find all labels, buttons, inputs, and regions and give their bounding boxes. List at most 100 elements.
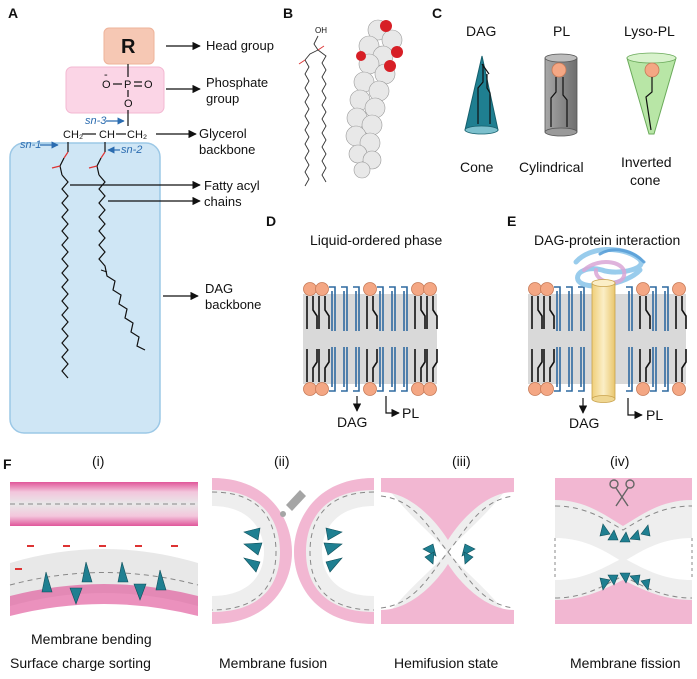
head-group-label: Head group <box>206 38 274 53</box>
dag-cones <box>599 523 651 591</box>
phospholipid-head <box>636 282 650 296</box>
bottom-leaflet <box>303 347 438 396</box>
bottom-leaflet <box>528 347 687 396</box>
dag-backbone-label-line2: backbone <box>205 297 261 312</box>
panel-f: F (i) (ii) (iii) (iv) <box>3 453 693 671</box>
head-group-box <box>103 27 155 65</box>
panel-d-letter: D <box>266 213 276 229</box>
dag-cones <box>422 543 476 565</box>
dag-molecule <box>578 347 585 392</box>
fatty-acyl-label-line1: Fatty acyl <box>204 178 260 193</box>
oxygen-atom: O <box>102 79 111 91</box>
fatty-acyl-label-line2: chains <box>204 194 242 209</box>
cone-shape <box>464 55 499 131</box>
dag-molecule <box>341 347 348 392</box>
pl-pointer-label: PL <box>402 405 419 421</box>
panel-a-letter: A <box>8 5 18 21</box>
phospholipid-head <box>303 282 317 296</box>
caption-membrane-fission: Membrane fission <box>570 655 681 671</box>
hydroxyl-label: OH <box>315 26 327 35</box>
phospholipid-head <box>636 382 650 396</box>
panel-c-letter: C <box>432 5 442 21</box>
phospholipid-head <box>315 282 329 296</box>
lyso-pl-head-group <box>644 62 660 78</box>
bilayer-band <box>303 294 437 384</box>
sn3-label: sn-3 <box>85 115 107 127</box>
dag-molecule <box>626 286 633 331</box>
dag-molecule <box>389 347 396 392</box>
dag-pointer-label: DAG <box>337 414 367 430</box>
ch-mid: CH <box>99 129 115 141</box>
fission-scene <box>554 478 693 624</box>
phosphate-label-line2: group <box>206 91 239 106</box>
fatty-acyl-chain-sn1 <box>61 174 69 379</box>
dag-molecule <box>389 286 396 331</box>
panel-e-letter: E <box>507 213 516 229</box>
panel-b-letter: B <box>283 5 293 21</box>
dag-molecule <box>662 347 669 392</box>
panel-f-iv-label: (iv) <box>610 453 629 469</box>
dag-molecule <box>650 347 657 392</box>
pl-head-group <box>551 62 567 78</box>
phospholipid-head <box>672 282 686 296</box>
panel-f-ii-label: (ii) <box>274 453 290 469</box>
phospholipid-head <box>672 382 686 396</box>
scissors-icon <box>609 479 635 507</box>
dag-molecule <box>554 286 561 331</box>
dag-molecule <box>377 347 384 392</box>
dag-shape-title: DAG <box>466 23 496 39</box>
surface-charges <box>15 545 178 570</box>
panel-a: A R P O - O O CH₂ CH CH₂ sn-3 sn-1 sn-2 <box>8 5 274 434</box>
dag-skeletal-structure <box>304 35 319 61</box>
dag-molecule <box>650 286 657 331</box>
glycerol-label-line2: backbone <box>199 142 255 157</box>
fatty-acyl-chain-sn2 <box>98 174 146 351</box>
dag-molecule <box>377 286 384 331</box>
panel-f-iii-label: (iii) <box>452 453 471 469</box>
charge-minus: - <box>104 69 108 81</box>
oxygen-atom: O <box>144 79 153 91</box>
pl-shape-title: PL <box>553 23 570 39</box>
dag-molecule <box>554 347 561 392</box>
panel-b: B OH <box>283 5 403 187</box>
inverted-cone-label-line1: Inverted <box>621 154 672 170</box>
caption-membrane-bending: Membrane bending <box>31 631 152 647</box>
phospholipid-head <box>528 282 542 296</box>
bending-scene <box>9 482 199 616</box>
dag-dropper-icon <box>286 490 306 511</box>
dag-cones <box>243 527 343 573</box>
hemifusion-scene <box>380 478 515 624</box>
phosphate-box <box>65 66 165 114</box>
panel-d-title: Liquid-ordered phase <box>310 232 443 248</box>
cone-label: Cone <box>460 159 494 175</box>
phospholipid-head <box>528 382 542 396</box>
panel-e-title: DAG-protein interaction <box>534 232 680 248</box>
dag-pointer-label: DAG <box>569 415 599 431</box>
dag-molecule <box>353 347 360 392</box>
sn2-label: sn-2 <box>121 144 142 156</box>
oxygen-atom: O <box>124 98 133 110</box>
sn1-label: sn-1 <box>20 139 41 151</box>
cylindrical-label: Cylindrical <box>519 159 584 175</box>
top-leaflet <box>528 282 687 331</box>
phosphorus-atom: P <box>124 79 131 91</box>
phospholipid-head <box>315 382 329 396</box>
ch2-right: CH₂ <box>127 129 147 141</box>
dag-molecule <box>401 286 408 331</box>
dag-backbone-label-line1: DAG <box>205 281 233 296</box>
panel-c: C DAG PL Lyso-PL Cone Cylindrical Invert… <box>432 5 677 188</box>
pl-pointer-label: PL <box>646 407 663 423</box>
dag-molecule <box>626 347 633 392</box>
phospholipid-head <box>540 382 554 396</box>
top-leaflet <box>303 282 438 331</box>
fusion-scene <box>211 478 375 624</box>
phospholipid-head <box>423 382 437 396</box>
dag-backbone-box <box>9 142 161 434</box>
dag-molecule <box>566 286 573 331</box>
dag-molecule <box>401 347 408 392</box>
phospholipid-head <box>423 282 437 296</box>
membrane-protein <box>573 246 646 403</box>
dag-molecule <box>353 286 360 331</box>
